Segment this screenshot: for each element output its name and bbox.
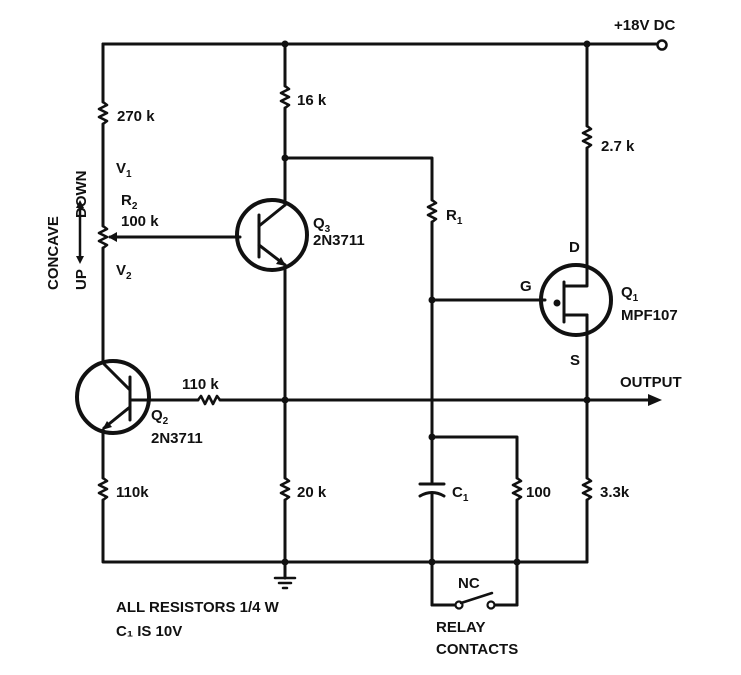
supply-rail [101, 39, 668, 51]
output-arrow-icon [648, 394, 662, 406]
svg-text:Q2: Q2 [151, 407, 169, 427]
up-down-arrow-icon [76, 200, 84, 264]
resistor-20k [279, 476, 291, 502]
label-relay: RELAY [436, 619, 485, 636]
svg-text:CONCAVE: CONCAVE [45, 216, 62, 290]
label-110k: 110k [116, 484, 149, 501]
label-q1-part: MPF107 [621, 307, 678, 324]
transistor-q3 [235, 198, 309, 272]
jfet-q1 [539, 263, 613, 337]
resistor-110k [97, 476, 109, 502]
label-16k: 16 k [297, 92, 327, 109]
supply-label: +18V DC [614, 17, 675, 34]
ground-icon [273, 576, 297, 590]
potentiometer-r2 [97, 224, 109, 250]
note-resistors: ALL RESISTORS 1/4 W [116, 599, 280, 616]
svg-text:V1: V1 [116, 160, 132, 180]
concave-adjust-label: CONCAVE [45, 216, 62, 290]
svg-text:UP: UP [73, 269, 90, 290]
resistor-16k [279, 84, 291, 110]
note-capacitor: C₁ IS 10V [116, 623, 182, 640]
transistor-q2 [75, 359, 151, 435]
left-branch [97, 42, 242, 364]
svg-text:Q1: Q1 [621, 284, 639, 304]
resistor-2-7k [581, 124, 593, 150]
label-q3-part: 2N3711 [313, 232, 365, 249]
output-label: OUTPUT [620, 374, 682, 391]
resistor-110k-base [196, 394, 222, 406]
label-contacts: CONTACTS [436, 641, 518, 658]
resistor-270k [97, 100, 109, 126]
relay-contacts [430, 591, 519, 610]
label-r2-value: 100 k [121, 213, 159, 230]
svg-text:R2: R2 [121, 192, 138, 212]
resistor-3-3k [581, 476, 593, 502]
label-q2-part: 2N3711 [151, 430, 203, 447]
wiper-arrow-icon [108, 232, 117, 242]
label-110k-base: 110 k [182, 376, 219, 393]
svg-text:G: G [520, 278, 532, 295]
label-20k: 20 k [297, 484, 327, 501]
svg-text:C1: C1 [452, 484, 469, 504]
svg-text:DOWN: DOWN [73, 171, 90, 219]
svg-text:R1: R1 [446, 207, 463, 227]
supply-terminal [656, 39, 668, 51]
svg-text:S: S [570, 352, 580, 369]
svg-text:D: D [569, 239, 580, 256]
label-nc: NC [458, 575, 480, 592]
label-2-7k: 2.7 k [601, 138, 635, 155]
label-270k: 270 k [117, 108, 155, 125]
label-100: 100 [526, 484, 551, 501]
svg-text:Q3: Q3 [313, 215, 331, 235]
label-3-3k: 3.3k [600, 484, 630, 501]
svg-text:V2: V2 [116, 262, 132, 282]
resistor-r1 [426, 198, 438, 224]
resistor-100 [511, 476, 523, 502]
